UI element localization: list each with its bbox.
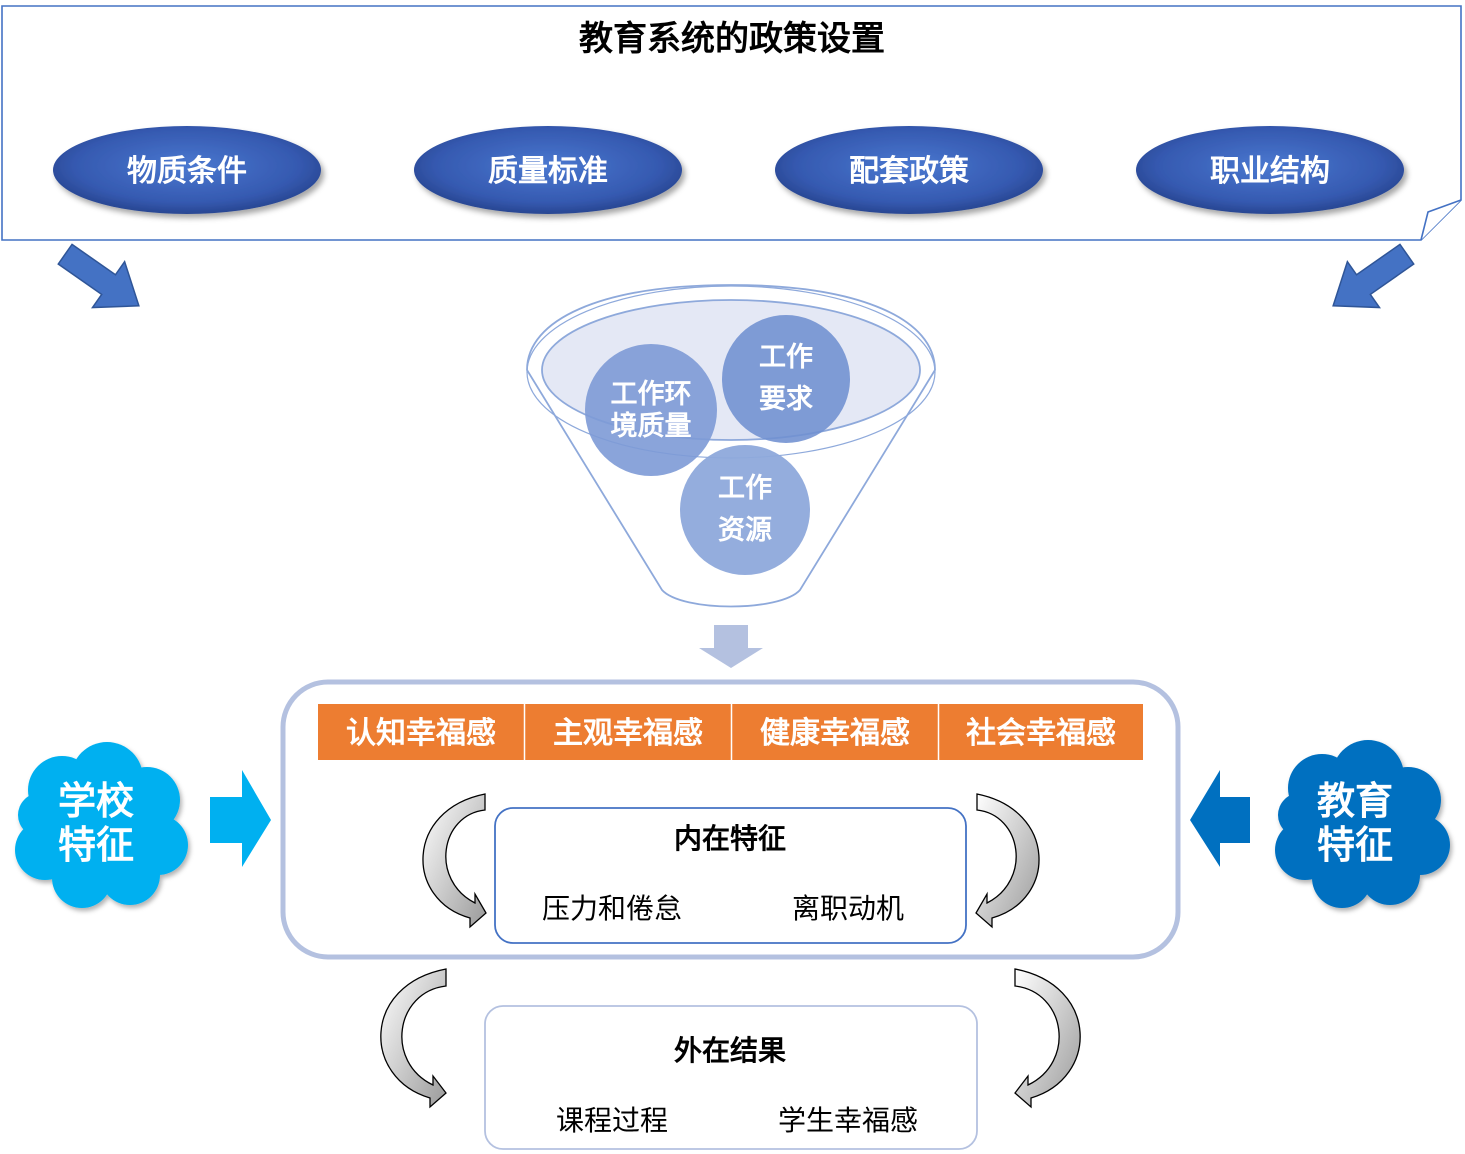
policy-item-career-structure: 职业结构 bbox=[1136, 126, 1404, 214]
circle-work-demands: 工作 要求 bbox=[722, 315, 850, 443]
arrow-down-left-icon bbox=[1332, 243, 1415, 309]
external-title: 外在结果 bbox=[674, 1034, 786, 1067]
wellbeing-health bbox=[732, 704, 938, 760]
wellbeing-bar: 认知幸福感 主观幸福感 健康幸福感 社会幸福感 bbox=[318, 704, 1143, 760]
svg-text:主观幸福感: 主观幸福感 bbox=[553, 716, 703, 751]
curved-arrow-right-lower-icon bbox=[1014, 968, 1081, 1109]
svg-text:特征: 特征 bbox=[58, 823, 134, 867]
svg-text:社会幸福感: 社会幸福感 bbox=[966, 716, 1116, 751]
curved-arrow-right-icon bbox=[975, 793, 1040, 929]
wellbeing-subjective bbox=[525, 704, 731, 760]
svg-text:健康幸福感: 健康幸福感 bbox=[760, 716, 910, 751]
svg-text:工作: 工作 bbox=[718, 473, 772, 504]
arrow-down-icon bbox=[699, 625, 763, 668]
internal-box: 内在特征 压力和倦怠 离职动机 bbox=[494, 807, 967, 944]
external-item-curriculum: 课程过程 bbox=[556, 1104, 668, 1137]
svg-text:职业结构: 职业结构 bbox=[1210, 154, 1330, 189]
policy-box: 教育系统的政策设置 bbox=[1, 5, 1462, 241]
svg-text:教育: 教育 bbox=[1317, 779, 1393, 823]
svg-text:特征: 特征 bbox=[1317, 823, 1393, 867]
education-features-cloud: 教育 特征 bbox=[1275, 740, 1450, 908]
svg-text:工作: 工作 bbox=[759, 342, 813, 373]
circle-work-resources: 工作 资源 bbox=[680, 445, 810, 575]
arrow-down-right-icon bbox=[57, 243, 140, 309]
svg-text:工作环: 工作环 bbox=[611, 379, 692, 410]
svg-text:物质条件: 物质条件 bbox=[127, 154, 247, 189]
arrow-right-icon bbox=[210, 770, 271, 867]
svg-text:认知幸福感: 认知幸福感 bbox=[346, 716, 496, 751]
internal-item-stress: 压力和倦怠 bbox=[542, 892, 682, 925]
circle-work-env-quality: 工作环 境质量 bbox=[585, 344, 717, 476]
external-box: 外在结果 课程过程 学生幸福感 bbox=[484, 1005, 978, 1150]
internal-item-turnover: 离职动机 bbox=[792, 892, 904, 925]
curved-arrow-left-icon bbox=[422, 793, 487, 929]
svg-text:质量标准: 质量标准 bbox=[488, 154, 608, 189]
svg-text:配套政策: 配套政策 bbox=[849, 154, 969, 189]
arrow-left-icon bbox=[1190, 770, 1250, 867]
svg-text:学校: 学校 bbox=[58, 779, 134, 823]
policy-item-supporting-policy: 配套政策 bbox=[775, 126, 1043, 214]
policy-title: 教育系统的政策设置 bbox=[579, 19, 885, 59]
school-features-cloud: 学校 特征 bbox=[15, 742, 188, 908]
svg-text:要求: 要求 bbox=[759, 384, 813, 415]
svg-text:境质量: 境质量 bbox=[611, 411, 692, 442]
policy-item-quality-standard: 质量标准 bbox=[414, 126, 682, 214]
svg-text:资源: 资源 bbox=[718, 515, 772, 546]
wellbeing-cognitive bbox=[318, 704, 524, 760]
curved-arrow-left-lower-icon bbox=[380, 968, 447, 1109]
internal-title: 内在特征 bbox=[674, 822, 786, 855]
wellbeing-social bbox=[939, 704, 1143, 760]
external-item-student-wellbeing: 学生幸福感 bbox=[778, 1104, 918, 1137]
policy-item-material: 物质条件 bbox=[53, 126, 321, 214]
